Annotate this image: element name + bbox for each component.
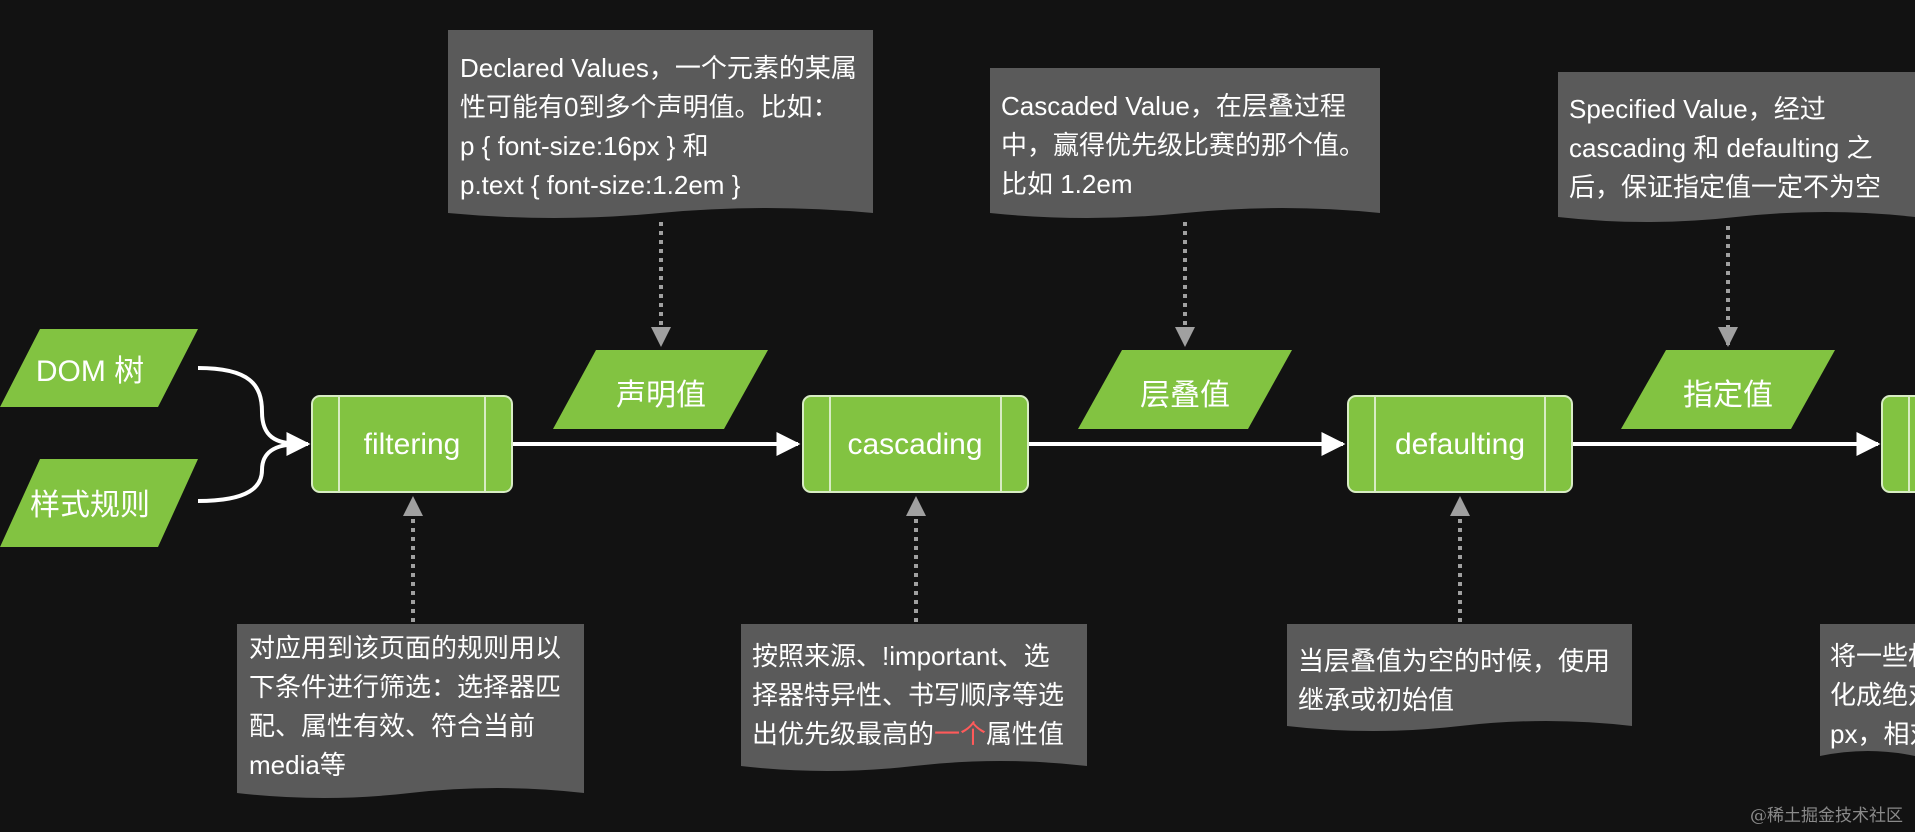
dom-tree-connector <box>197 366 301 446</box>
note-line: 将一些相 <box>1830 641 1915 671</box>
specified-value-label: 指定值 <box>1683 379 1773 412</box>
computed-desc-note-partial: 将一些相 化成绝对 px，相对 <box>1830 637 1915 754</box>
note-line: 当层叠值为空的时候，使用 <box>1298 646 1611 676</box>
cascading-label: cascading <box>847 428 982 461</box>
filtering-process: filtering <box>311 395 513 493</box>
declared-value-label: 声明值 <box>616 379 706 412</box>
watermark: @稀土掘金技术社区 <box>1750 806 1903 826</box>
note-text: 出优先级最高的 <box>752 719 935 749</box>
note-line: p.text { font-size:1.2em } <box>460 170 741 200</box>
note-box-declared-values <box>448 30 873 218</box>
note-box-specified-value <box>1558 72 1915 222</box>
note-line: 性可能有0到多个声明值。比如： <box>460 92 839 122</box>
note-line: 按照来源、!important、选 <box>752 641 1050 671</box>
filtering-desc-note: 对应用到该页面的规则用以 下条件进行筛选：选择器匹 配、属性有效、符合当前 me… <box>249 629 561 785</box>
note-line: media等 <box>249 750 346 780</box>
note-line: 择器特异性、书写顺序等选 <box>752 680 1065 710</box>
note-line-with-highlight: 出优先级最高的一个属性值 <box>752 715 1064 754</box>
note-box-computed-desc <box>1820 624 1915 756</box>
style-rules-label: 样式规则 <box>30 489 150 522</box>
cascaded-value-note: Cascaded Value，在层叠过程 中，赢得优先级比赛的那个值。 比如 1… <box>1001 87 1365 204</box>
note-box-cascading-desc <box>741 624 1087 771</box>
cascaded-value-label: 层叠值 <box>1140 379 1230 412</box>
cascading-process: cascading <box>802 395 1029 493</box>
note-line: 继承或初始值 <box>1298 685 1455 715</box>
note-text: 属性值 <box>986 719 1065 749</box>
note-line: Declared Values，一个元素的某属 <box>460 53 857 83</box>
defaulting-process: defaulting <box>1347 395 1573 493</box>
note-box-cascaded-value <box>990 68 1380 218</box>
note-line: 后，保证指定值一定不为空 <box>1569 172 1882 202</box>
highlight-text: 一个 <box>934 719 987 749</box>
declared-value-shape <box>553 350 768 429</box>
specified-value-shape <box>1621 350 1835 429</box>
filtering-label: filtering <box>364 428 461 461</box>
note-box-filtering-desc <box>237 624 584 798</box>
dom-tree-label: DOM 树 <box>36 355 144 388</box>
defaulting-label: defaulting <box>1395 428 1525 461</box>
cascading-desc-note: 按照来源、!important、选 择器特异性、书写顺序等选 出优先级最高的一个… <box>752 637 1064 754</box>
note-line: p { font-size:16px } 和 <box>460 131 709 161</box>
note-line: Cascaded Value，在层叠过程 <box>1001 91 1346 121</box>
specified-value-note: Specified Value，经过 cascading 和 defaultin… <box>1569 90 1881 207</box>
note-line: 中，赢得优先级比赛的那个值。 <box>1001 130 1366 160</box>
defaulting-desc-note: 当层叠值为空的时候，使用 继承或初始值 <box>1298 642 1610 720</box>
note-line: 下条件进行筛选：选择器匹 <box>249 672 562 702</box>
style-rules-shape <box>0 459 198 547</box>
style-rules-connector <box>197 442 301 503</box>
declared-values-note: Declared Values，一个元素的某属 性可能有0到多个声明值。比如： … <box>460 49 857 205</box>
note-box-defaulting-desc <box>1287 624 1632 731</box>
note-line: px，相对 <box>1830 719 1915 749</box>
note-line: cascading 和 defaulting 之 <box>1569 133 1873 163</box>
dom-tree-shape <box>0 329 198 407</box>
note-line: 配、属性有效、符合当前 <box>249 711 536 741</box>
note-line: 对应用到该页面的规则用以 <box>249 633 562 663</box>
note-line: Specified Value，经过 <box>1569 94 1826 124</box>
note-line: 比如 1.2em <box>1001 169 1133 199</box>
note-line: 化成绝对 <box>1830 680 1915 710</box>
computed-process-partial <box>1881 395 1915 493</box>
cascaded-value-shape <box>1078 350 1292 429</box>
